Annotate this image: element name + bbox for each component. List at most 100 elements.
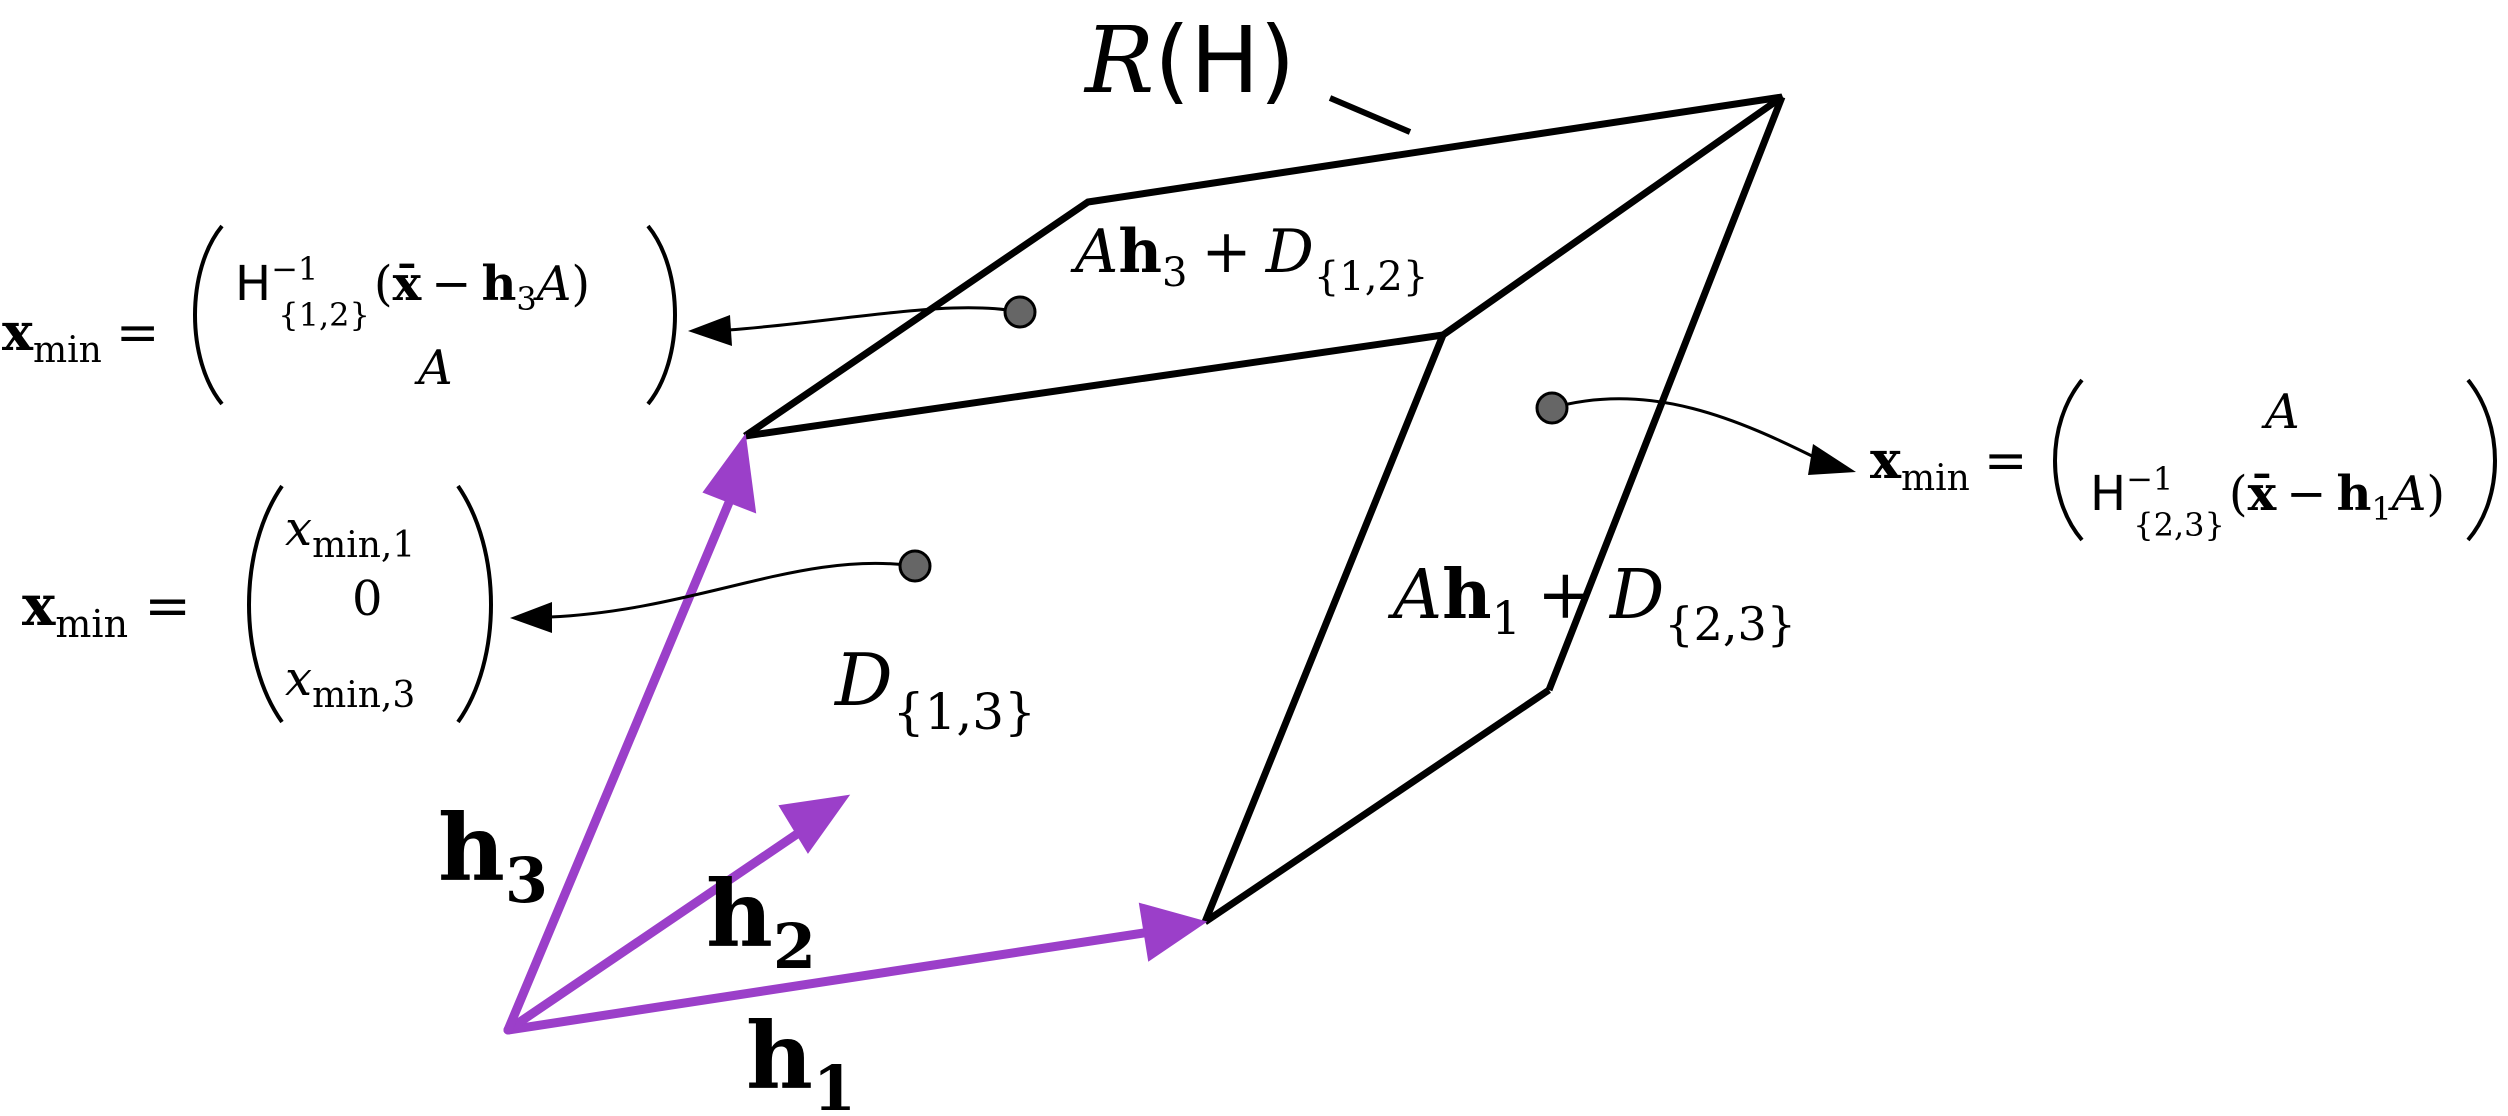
top-face-vec-sub: 3 xyxy=(1162,250,1187,296)
front-face-connector xyxy=(549,561,916,619)
top-face-coef: A xyxy=(1070,217,1118,287)
front-face-set-sub: {1,3} xyxy=(893,683,1036,741)
vector-h1-arrowhead xyxy=(1138,902,1208,962)
region-label-close: ) xyxy=(1259,7,1295,114)
top-annotation-row1-sup: −1 xyxy=(271,250,318,288)
front-annotation-row1: xmin,1 xyxy=(285,501,415,566)
right-annotation-row2-coef: A xyxy=(2388,466,2427,522)
right-face-back-edge xyxy=(1545,95,1786,692)
top-annotation-row1-coef: A xyxy=(533,256,572,312)
connector-arrowheads xyxy=(510,315,1856,633)
right-face-coef: A xyxy=(1387,556,1442,635)
right-face-arrowhead xyxy=(1808,444,1856,475)
right-annotation-lhs-sub: min xyxy=(1901,458,1970,499)
vector-h2-name: h xyxy=(706,860,773,968)
annotation-connectors xyxy=(549,306,1821,619)
region-label-script: R xyxy=(1083,7,1154,114)
right-annotation-eq: = xyxy=(1984,431,2028,491)
front-annotation-lhs-sub: min xyxy=(55,602,128,646)
right-annotation-lhs-var: x xyxy=(1870,430,1902,491)
vector-h3-label: h3 xyxy=(438,794,548,917)
top-annotation-row1-vec-sub: 3 xyxy=(516,280,536,318)
right-face-point xyxy=(1535,391,1569,425)
top-face-label: Ah3 +D{1,2} xyxy=(1070,217,1428,300)
top-face-point xyxy=(1003,295,1037,329)
top-face-vec: h xyxy=(1118,217,1162,287)
right-face-vec-sub: 1 xyxy=(1492,591,1521,645)
vector-h3-name: h xyxy=(438,794,505,902)
front-annotation-right-paren xyxy=(456,484,493,724)
right-annotation-row2-vec-sub: 1 xyxy=(2371,490,2391,528)
vector-h1-sub: 1 xyxy=(813,1052,856,1116)
right-annotation-right-paren xyxy=(2466,378,2497,542)
right-annotation-row2-sup: −1 xyxy=(2126,460,2173,498)
right-face-vec: h xyxy=(1442,555,1491,635)
top-annotation-row1-close: ) xyxy=(571,256,590,312)
front-annotation-eq: = xyxy=(144,574,191,639)
front-annotation-row2: 0 xyxy=(352,571,383,627)
right-face-label: Ah1 +D{2,3} xyxy=(1387,555,1796,651)
top-face-annotation: xmin= H−1{1,2}(x̄−h3A) A xyxy=(2,224,677,406)
vector-h2-arrowhead xyxy=(778,794,851,854)
right-face-op: + xyxy=(1537,556,1594,635)
top-annotation-left-paren xyxy=(193,224,224,406)
front-annotation-row1-var: x xyxy=(285,501,312,557)
top-face-set: D xyxy=(1265,217,1314,287)
front-annotation-row3-sub: min,3 xyxy=(312,675,415,716)
right-annotation-lhs: xmin = xyxy=(1870,430,2027,499)
top-face-set-sub: {1,2} xyxy=(1314,254,1429,300)
front-annotation-row3-var: x xyxy=(285,651,312,707)
front-face-annotation: xmin= xmin,1 0 xmin,3 xyxy=(22,484,493,724)
right-annotation-row2-xbar: x̄ xyxy=(2248,466,2277,522)
right-annotation-row2-minus: − xyxy=(2286,466,2326,522)
right-annotation-row2-open: ( xyxy=(2229,466,2248,522)
region-label-pointer xyxy=(1328,95,1412,135)
right-face-connector xyxy=(1551,397,1821,462)
vector-h2-sub: 2 xyxy=(773,910,816,983)
top-face-front-edge xyxy=(744,331,1444,440)
right-face-front-edge xyxy=(1201,333,1447,924)
top-annotation-lhs: xmin= xyxy=(2,302,159,371)
top-annotation-row1-mat: H xyxy=(235,256,271,312)
right-face-bottom-edge xyxy=(1203,687,1551,925)
vector-h2-label: h2 xyxy=(706,860,816,983)
right-annotation-row2-close: ) xyxy=(2426,466,2445,522)
top-face-arrowhead xyxy=(688,315,732,346)
region-label: R(H) xyxy=(1083,7,1295,114)
front-annotation-lhs: xmin = xyxy=(22,573,191,646)
front-annotation-lhs-var: x xyxy=(22,573,56,639)
front-annotation-row3: xmin,3 xyxy=(285,651,415,716)
top-face-op: + xyxy=(1201,217,1251,287)
right-annotation-row2-sub: {2,3} xyxy=(2133,506,2225,544)
face-sample-points xyxy=(898,295,1569,583)
right-annotation-row2: H−1{2,3}(x̄−h1A) xyxy=(2090,460,2445,544)
vector-h2-shaft xyxy=(503,827,805,1035)
vector-h3-sub: 3 xyxy=(505,844,548,917)
top-annotation-right-paren xyxy=(646,224,677,406)
vector-h3-shaft xyxy=(503,495,735,1035)
right-face-set: D xyxy=(1608,556,1665,635)
front-annotation-left-paren xyxy=(247,484,284,724)
top-annotation-row1-open: ( xyxy=(374,256,393,312)
top-annotation-row1-sub: {1,2} xyxy=(278,296,370,334)
front-face-set: D xyxy=(833,638,893,722)
top-face-back-edges xyxy=(743,93,1785,439)
front-face-point xyxy=(898,549,932,583)
right-face-annotation: xmin= A H−1{2,3}(x̄−h1A) xyxy=(1870,378,2497,544)
top-annotation-eq: = xyxy=(116,303,160,363)
region-edges xyxy=(743,93,1786,925)
right-annotation-row1: A xyxy=(2261,384,2300,440)
top-annotation-row1-vec: h xyxy=(481,256,516,312)
region-label-var: H xyxy=(1190,7,1259,114)
top-annotation-row2: A xyxy=(414,340,453,396)
vector-h1-label: h1 xyxy=(746,1002,856,1116)
top-face-connector xyxy=(727,306,1021,332)
basis-vectors xyxy=(503,433,1208,1035)
right-face-set-sub: {2,3} xyxy=(1664,597,1796,651)
right-annotation-row2-mat: H xyxy=(2090,466,2126,522)
region-label-open: ( xyxy=(1154,7,1190,114)
vector-h3-arrowhead xyxy=(702,433,757,514)
vector-h1-shaft xyxy=(503,927,1155,1035)
